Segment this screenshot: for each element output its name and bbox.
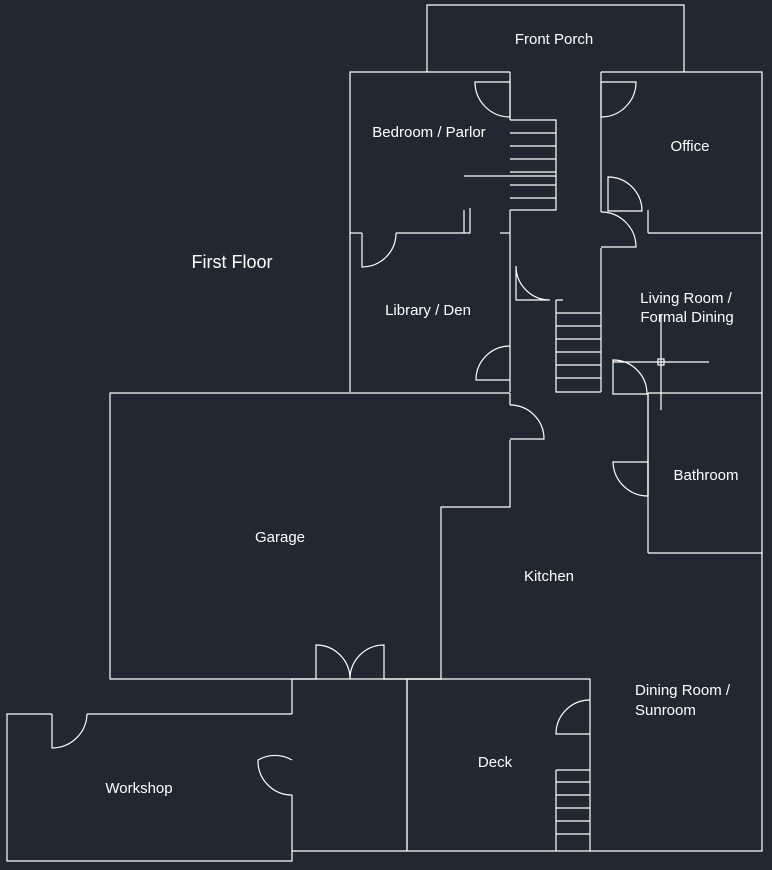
door-deck bbox=[555, 699, 591, 735]
crosshair-box bbox=[657, 358, 665, 366]
stairs-upper-treads bbox=[510, 132, 556, 199]
stairs-middle bbox=[555, 299, 601, 393]
door-office bbox=[607, 176, 643, 212]
wall-garage bbox=[109, 392, 510, 680]
wall-bedroom-bottom-2 bbox=[396, 208, 471, 234]
label-front-porch: Front Porch bbox=[515, 31, 593, 48]
label-deck: Deck bbox=[478, 754, 513, 771]
door-garage-double bbox=[315, 644, 385, 680]
door-library bbox=[475, 345, 511, 381]
wall-front-porch bbox=[426, 4, 685, 72]
door-bedroom bbox=[361, 232, 397, 268]
labels: First Floor Front Porch Bedroom / Parlor… bbox=[105, 31, 738, 797]
label-office: Office bbox=[671, 138, 710, 155]
stairs-deck-outline bbox=[555, 769, 590, 851]
wall-lower-outline bbox=[406, 553, 763, 852]
label-kitchen: Kitchen bbox=[524, 568, 574, 585]
label-bedroom: Bedroom / Parlor bbox=[372, 124, 485, 141]
wall-passage-lower bbox=[6, 713, 293, 862]
crosshair-lines bbox=[613, 314, 709, 410]
label-dining-line1: Dining Room / bbox=[635, 682, 731, 699]
door-library-top bbox=[515, 265, 551, 301]
door-bathroom bbox=[612, 461, 649, 497]
door-workshop-top bbox=[51, 713, 88, 749]
wall-garage-right bbox=[384, 440, 511, 680]
label-garage: Garage bbox=[255, 529, 305, 546]
label-living-line2: Formal Dining bbox=[640, 309, 733, 326]
stairs-middle-treads bbox=[556, 312, 601, 379]
stairs-deck bbox=[555, 769, 590, 851]
label-workshop: Workshop bbox=[105, 780, 172, 797]
stairs-upper-outline bbox=[510, 119, 557, 211]
label-library: Library / Den bbox=[385, 302, 471, 319]
wall-upper-top-right bbox=[601, 71, 763, 554]
wall-upper-outline bbox=[349, 71, 510, 392]
door-front-left bbox=[474, 81, 511, 118]
door-hall-right bbox=[600, 211, 637, 248]
doors bbox=[51, 81, 649, 796]
door-front-right bbox=[600, 81, 637, 118]
label-dining-line2: Sunroom bbox=[635, 702, 696, 719]
label-bathroom: Bathroom bbox=[673, 467, 738, 484]
stairs-deck-treads bbox=[556, 781, 590, 835]
stairs-upper bbox=[510, 119, 557, 211]
door-garage bbox=[509, 404, 545, 440]
label-living-line1: Living Room / bbox=[640, 290, 733, 307]
door-workshop bbox=[257, 754, 293, 796]
cursor-crosshair-icon bbox=[613, 314, 709, 410]
plan-title: First Floor bbox=[192, 252, 273, 272]
door-living bbox=[612, 359, 648, 395]
stairs-middle-outline bbox=[555, 299, 601, 393]
